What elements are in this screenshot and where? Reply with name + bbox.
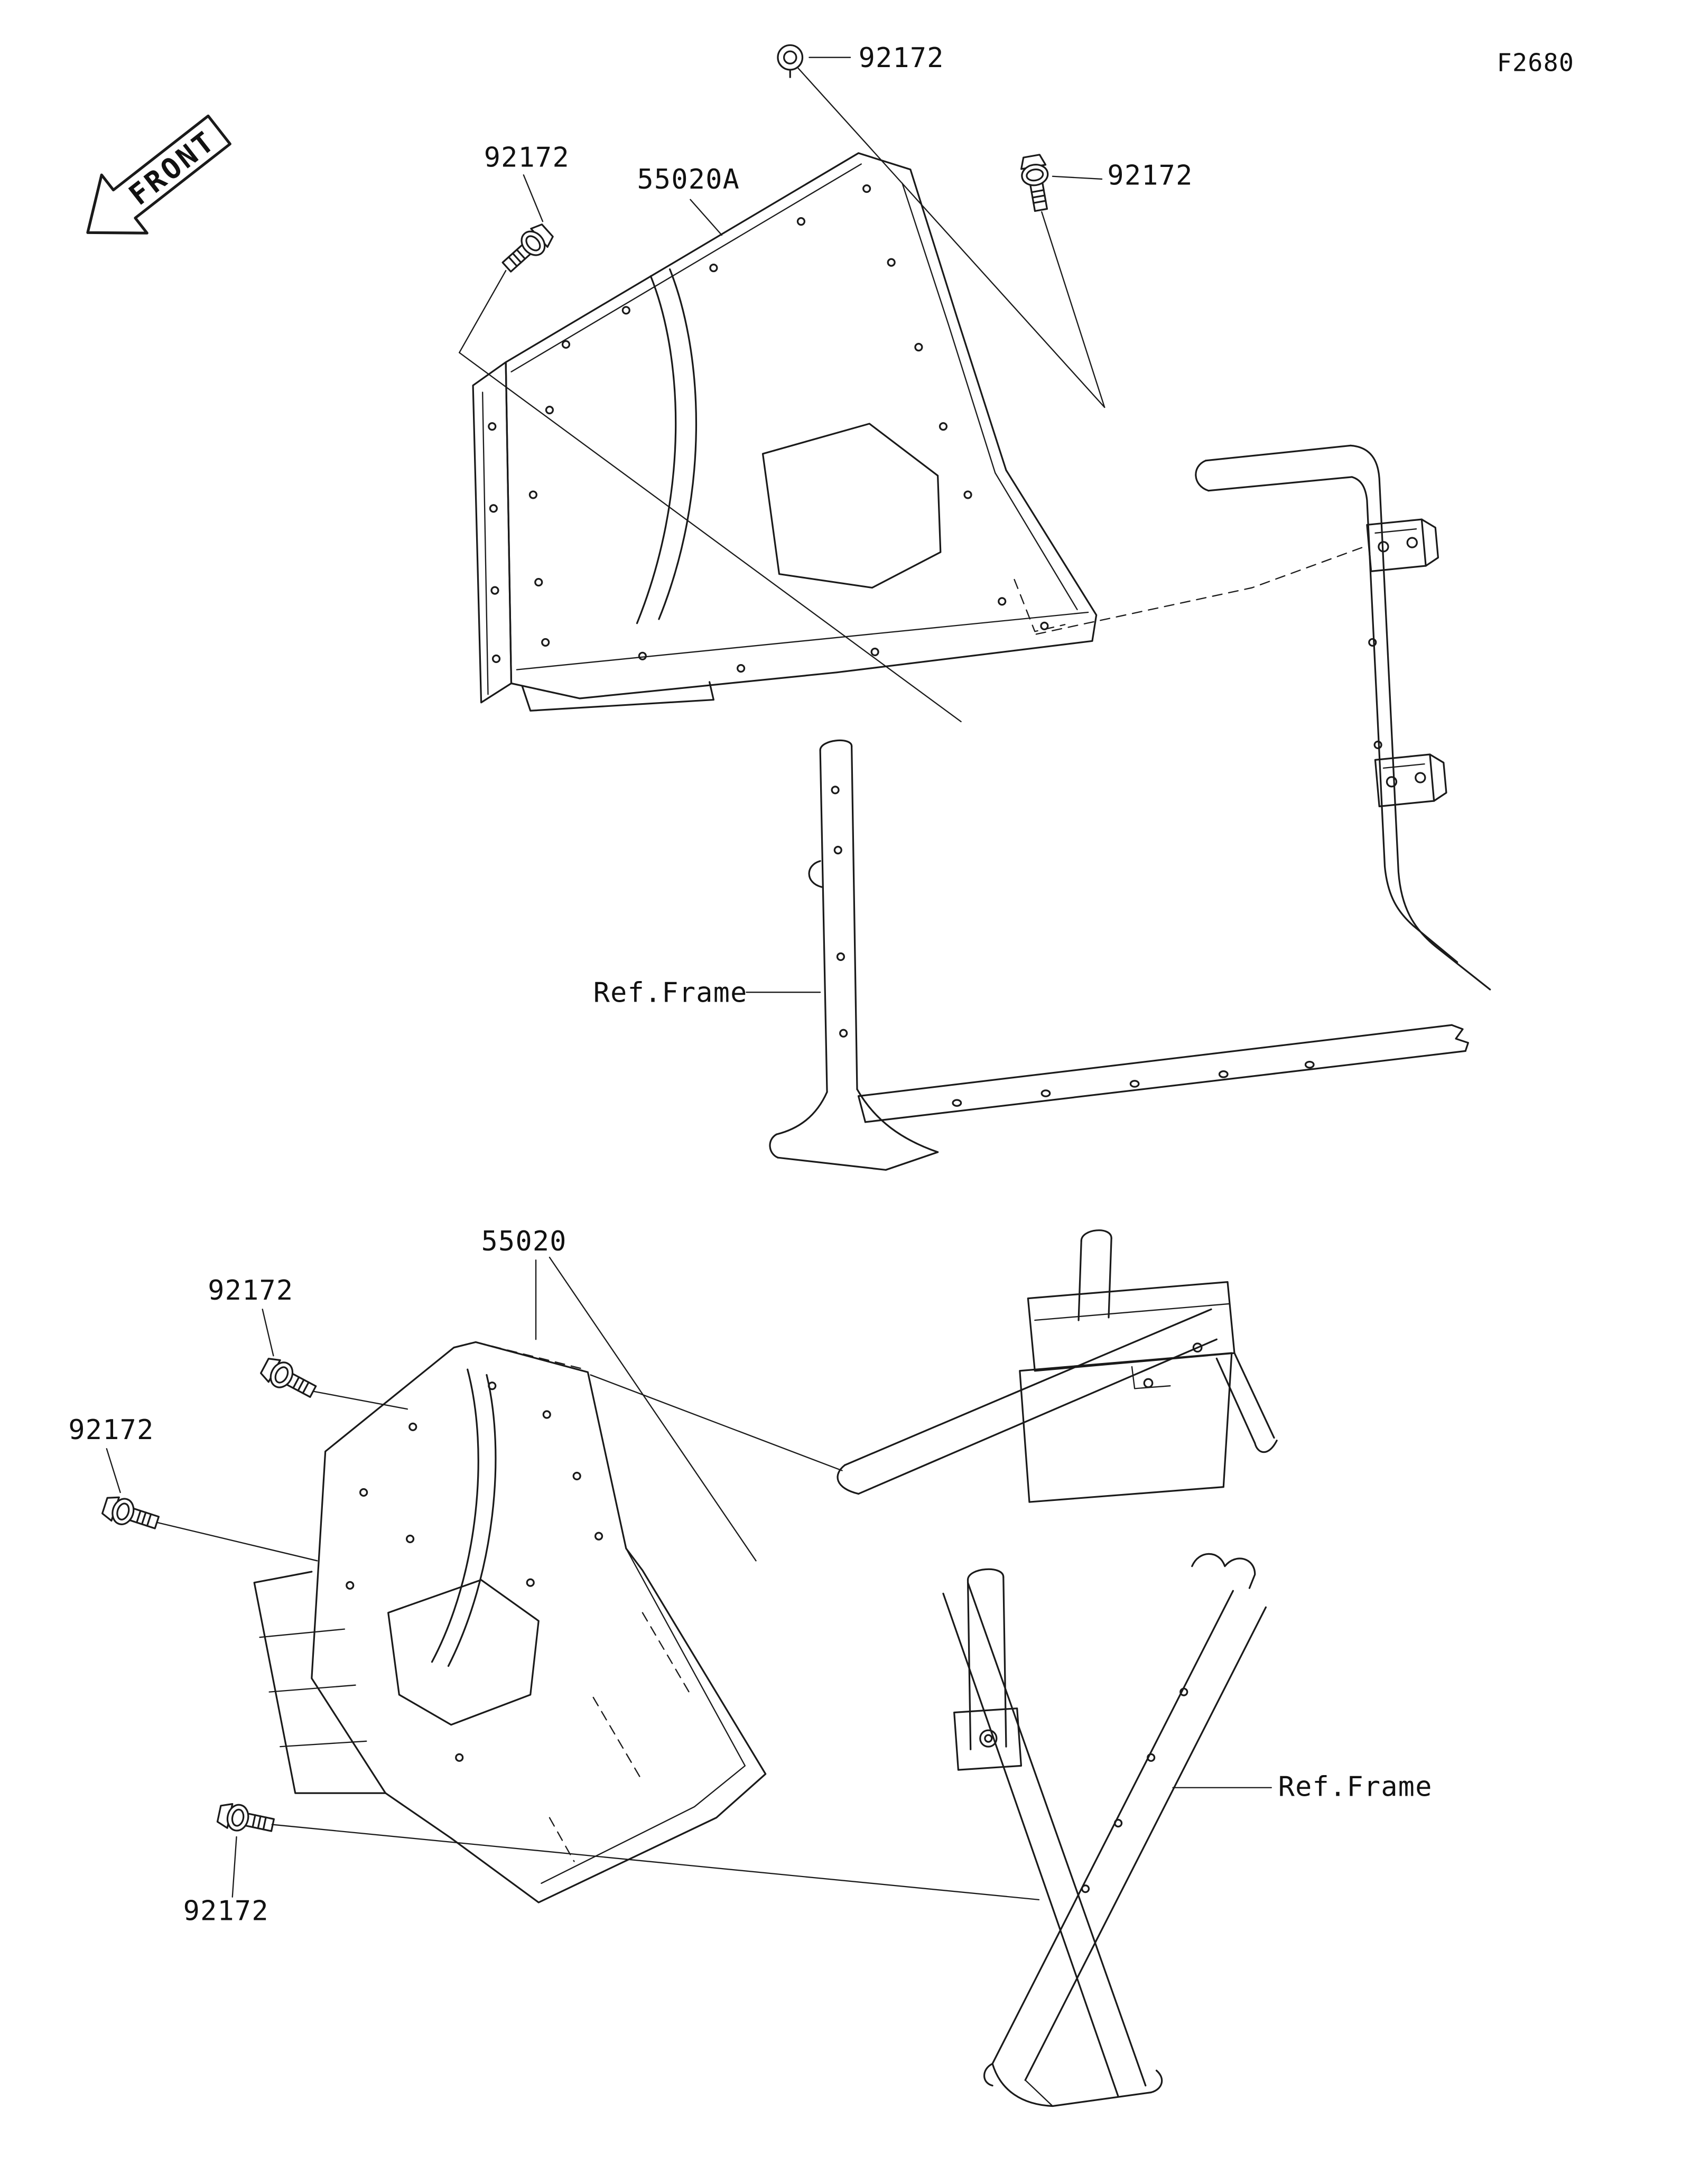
leader-lines-lower <box>106 1256 1272 1901</box>
upper-assembly: 92172 92172 55020A 92172 Ref.Frame <box>459 42 1491 1171</box>
frame-upper-drawing <box>769 444 1491 1171</box>
cover-55020-drawing <box>253 1341 767 1903</box>
bolt-icon-upper-top <box>777 44 804 79</box>
part-label-92172-upper-top: 92172 <box>859 42 944 74</box>
part-label-92172-lower-bottom: 92172 <box>183 1896 269 1927</box>
frame-lower-drawing <box>837 1229 1278 2107</box>
lower-assembly: 55020 92172 92172 92172 Ref.Frame <box>68 1226 1433 2107</box>
front-arrow-icon <box>86 114 231 235</box>
bolt-icon-lower-bottom <box>215 1800 276 1839</box>
leader-lines-upper <box>459 57 1365 993</box>
bolt-icon-upper-right <box>1018 153 1055 213</box>
part-label-92172-upper-left: 92172 <box>484 142 570 174</box>
part-label-55020: 55020 <box>481 1226 567 1257</box>
bolt-icon-lower-upper <box>257 1354 320 1404</box>
part-label-92172-lower-upper: 92172 <box>208 1275 293 1306</box>
ref-frame-label-lower: Ref.Frame <box>1278 1771 1433 1803</box>
part-label-55020a: 55020A <box>637 164 740 195</box>
bolt-icon-upper-left <box>497 220 557 278</box>
cover-55020a-drawing <box>472 152 1098 712</box>
bolt-icon-lower-left <box>100 1492 162 1536</box>
part-label-92172-upper-right: 92172 <box>1107 160 1193 191</box>
part-label-92172-lower-left: 92172 <box>68 1414 154 1446</box>
front-arrow-label: FRONT <box>123 124 222 212</box>
front-arrow: FRONT <box>86 114 231 235</box>
ref-frame-label-upper: Ref.Frame <box>593 977 748 1009</box>
figure-code: F2680 <box>1497 49 1575 77</box>
